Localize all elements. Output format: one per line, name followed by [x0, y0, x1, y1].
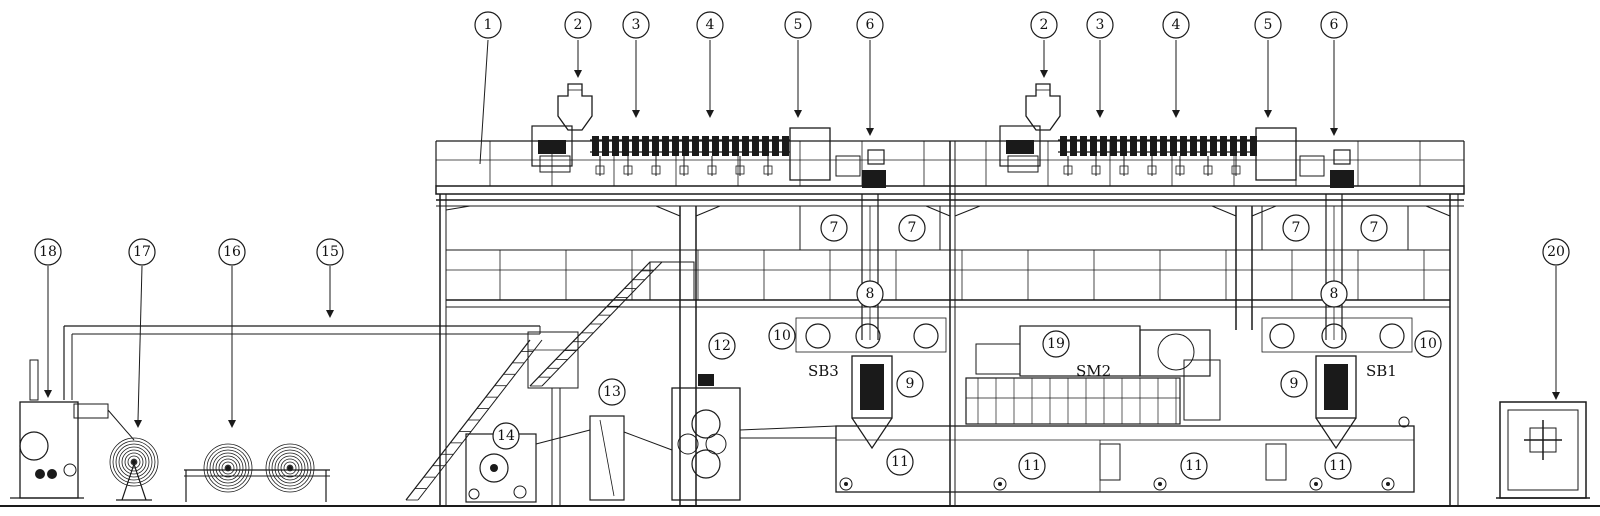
svg-text:19: 19 — [1047, 336, 1065, 352]
svg-text:3: 3 — [1096, 17, 1105, 33]
callout-19: 19 — [1042, 330, 1070, 358]
callout-8: 8 — [856, 280, 884, 308]
callout-6: 6 — [856, 11, 884, 39]
svg-text:8: 8 — [866, 286, 875, 302]
callout-7: 7 — [820, 214, 848, 242]
callout-9: 9 — [896, 370, 924, 398]
svg-text:18: 18 — [39, 244, 57, 260]
callout-7: 7 — [898, 214, 926, 242]
svg-text:11: 11 — [891, 454, 909, 470]
svg-text:11: 11 — [1023, 458, 1041, 474]
svg-text:7: 7 — [908, 220, 917, 236]
finished-roll-trolley — [184, 443, 330, 502]
web-guide-rail — [63, 325, 541, 400]
callout-11: 11 — [1018, 452, 1046, 480]
svg-text:13: 13 — [603, 384, 621, 400]
callout-20: 20 — [1542, 238, 1570, 266]
svg-text:20: 20 — [1547, 244, 1565, 260]
svg-text:11: 11 — [1329, 458, 1347, 474]
callout-2: 2 — [1030, 11, 1058, 39]
svg-text:5: 5 — [1264, 17, 1273, 33]
callout-18: 18 — [34, 238, 62, 266]
meltblown-unit-sm2 — [965, 325, 1221, 425]
leader-lines — [47, 39, 1557, 421]
callout-3: 3 — [1086, 11, 1114, 39]
svg-text:9: 9 — [1290, 376, 1299, 392]
forming-table — [835, 416, 1415, 493]
callout-3: 3 — [622, 11, 650, 39]
access-stairs — [405, 261, 695, 506]
callout-13: 13 — [598, 378, 626, 406]
svg-text:12: 12 — [713, 338, 731, 354]
svg-text:5: 5 — [794, 17, 803, 33]
unwind-roll-stand — [109, 437, 159, 501]
zone-label-sb1: SB1 — [1366, 362, 1397, 380]
callout-10: 10 — [1414, 330, 1442, 358]
svg-text:15: 15 — [321, 244, 339, 260]
callout-1: 1 — [474, 11, 502, 39]
svg-text:3: 3 — [632, 17, 641, 33]
control-cabinet — [1496, 401, 1590, 499]
winder — [465, 429, 591, 503]
callout-15: 15 — [316, 238, 344, 266]
svg-text:1: 1 — [484, 17, 493, 33]
callout-7: 7 — [1282, 214, 1310, 242]
svg-text:17: 17 — [133, 244, 151, 260]
callout-11: 11 — [886, 448, 914, 476]
callout-7: 7 — [1360, 214, 1388, 242]
callout-17: 17 — [128, 238, 156, 266]
svg-text:8: 8 — [1330, 286, 1339, 302]
svg-text:16: 16 — [223, 244, 241, 260]
callout-2: 2 — [564, 11, 592, 39]
callout-5: 5 — [1254, 11, 1282, 39]
calender — [671, 374, 837, 501]
callout-8: 8 — [1320, 280, 1348, 308]
zone-label-sm2: SM2 — [1076, 362, 1111, 380]
callout-9: 9 — [1280, 370, 1308, 398]
svg-text:4: 4 — [706, 17, 715, 33]
svg-text:4: 4 — [1172, 17, 1181, 33]
svg-text:14: 14 — [497, 428, 515, 444]
svg-text:10: 10 — [1419, 336, 1437, 352]
callout-4: 4 — [696, 11, 724, 39]
callout-12: 12 — [708, 332, 736, 360]
callout-11: 11 — [1324, 452, 1352, 480]
callout-10: 10 — [768, 322, 796, 350]
zone-label-sb3: SB3 — [808, 362, 839, 380]
callout-6: 6 — [1320, 11, 1348, 39]
svg-text:2: 2 — [574, 17, 583, 33]
spinning-beam-sb1 — [1261, 194, 1413, 450]
callout-14: 14 — [492, 422, 520, 450]
svg-text:11: 11 — [1185, 458, 1203, 474]
svg-text:2: 2 — [1040, 17, 1049, 33]
extrusion-unit-b — [999, 83, 1354, 188]
svg-text:7: 7 — [1370, 220, 1379, 236]
svg-text:9: 9 — [906, 376, 915, 392]
callout-16: 16 — [218, 238, 246, 266]
svg-text:7: 7 — [830, 220, 839, 236]
svg-text:6: 6 — [866, 17, 875, 33]
arrowheads — [44, 70, 1560, 428]
web-inspection-frame — [589, 415, 673, 501]
callout-4: 4 — [1162, 11, 1190, 39]
spinning-beam-sb3 — [795, 194, 947, 450]
callout-5: 5 — [784, 11, 812, 39]
svg-text:10: 10 — [773, 328, 791, 344]
callout-11: 11 — [1180, 452, 1208, 480]
slitter-rewinder — [10, 359, 135, 499]
extrusion-unit-a — [531, 83, 886, 188]
svg-text:6: 6 — [1330, 17, 1339, 33]
svg-text:7: 7 — [1292, 220, 1301, 236]
